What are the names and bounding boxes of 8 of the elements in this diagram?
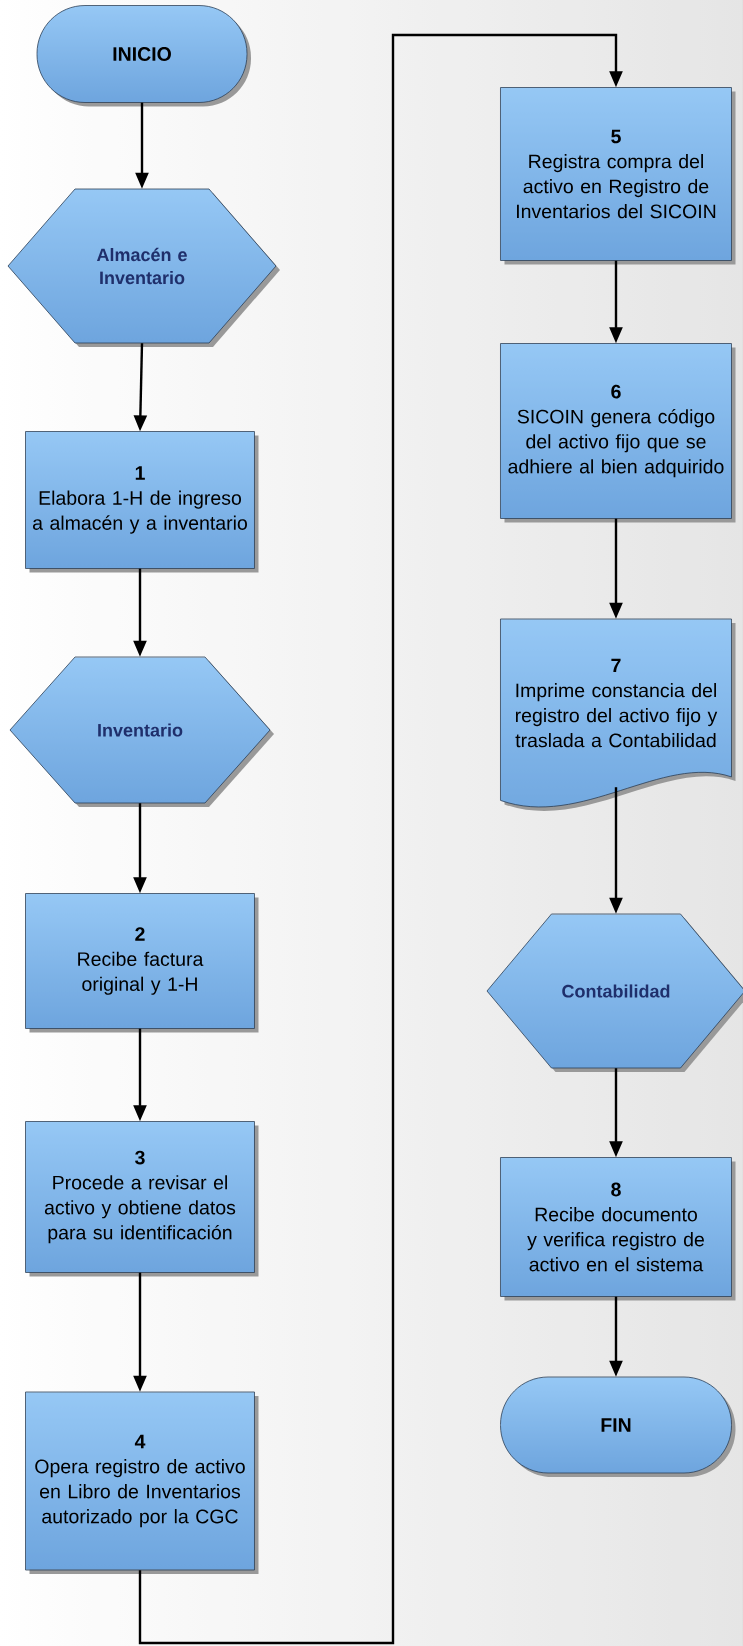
process-box: 8 Recibe documento y verifica registro de activo en el sistema bbox=[500, 1157, 736, 1301]
process-box: 6 SICOIN genera código del activo fijo que se adhiere al bien adquirido bbox=[500, 343, 736, 523]
arrow bbox=[138, 33, 623, 1645]
process-box: 3 Procede a revisar el activo y obtiene datos para su identificación bbox=[25, 1121, 259, 1277]
process-box: 1 Elabora 1-H de ingreso a almacén y a inventario bbox=[25, 431, 259, 573]
process-box: 5 Registra compra del activo en Registro de Inventarios del SICOIN bbox=[500, 87, 736, 265]
process-box: 4 Opera registro de activo en Libro de Inventarios autorizado por la CGC bbox=[25, 1391, 259, 1574]
process-box: 2 Recibe factura original y 1-H bbox=[25, 893, 259, 1033]
